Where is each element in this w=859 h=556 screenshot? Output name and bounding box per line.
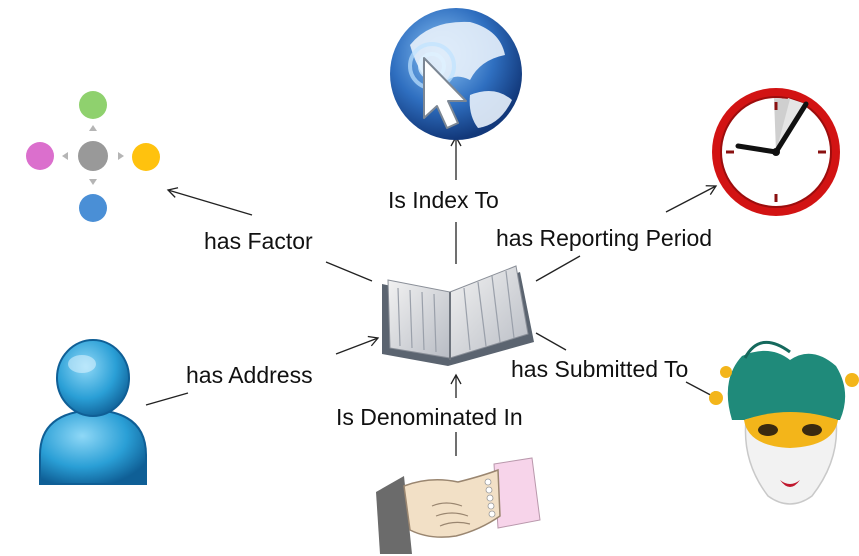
edge-label-has-address: has Address bbox=[186, 362, 313, 388]
edge-arrow-has-reporting-period bbox=[665, 185, 718, 213]
edge-line-has-reporting-period bbox=[535, 255, 581, 282]
edge-line-has-address bbox=[145, 392, 189, 406]
edge-label-is-denominated-in: Is Denominated In bbox=[336, 404, 523, 430]
handshake-icon bbox=[376, 457, 541, 554]
edge-label-has-submitted-to: has Submitted To bbox=[511, 356, 688, 382]
jester-mask-icon bbox=[709, 341, 859, 505]
edge-line-has-submitted-to bbox=[535, 332, 567, 351]
globe-cursor-icon bbox=[390, 8, 522, 140]
edge-line-has-factor bbox=[325, 261, 373, 282]
edge-arrow-has-address bbox=[335, 335, 380, 355]
edge-label-has-factor: has Factor bbox=[204, 228, 313, 254]
edge-labels: has Factor Is Index To has Reporting Per… bbox=[186, 187, 712, 430]
edge-arrow-has-factor bbox=[166, 187, 253, 216]
edge-label-is-index-to: Is Index To bbox=[388, 187, 499, 213]
clock-icon bbox=[712, 88, 840, 216]
book-icon bbox=[382, 265, 534, 366]
user-icon bbox=[39, 339, 147, 485]
edge-label-has-reporting-period: has Reporting Period bbox=[496, 225, 712, 251]
factor-nodes-icon bbox=[26, 91, 160, 222]
